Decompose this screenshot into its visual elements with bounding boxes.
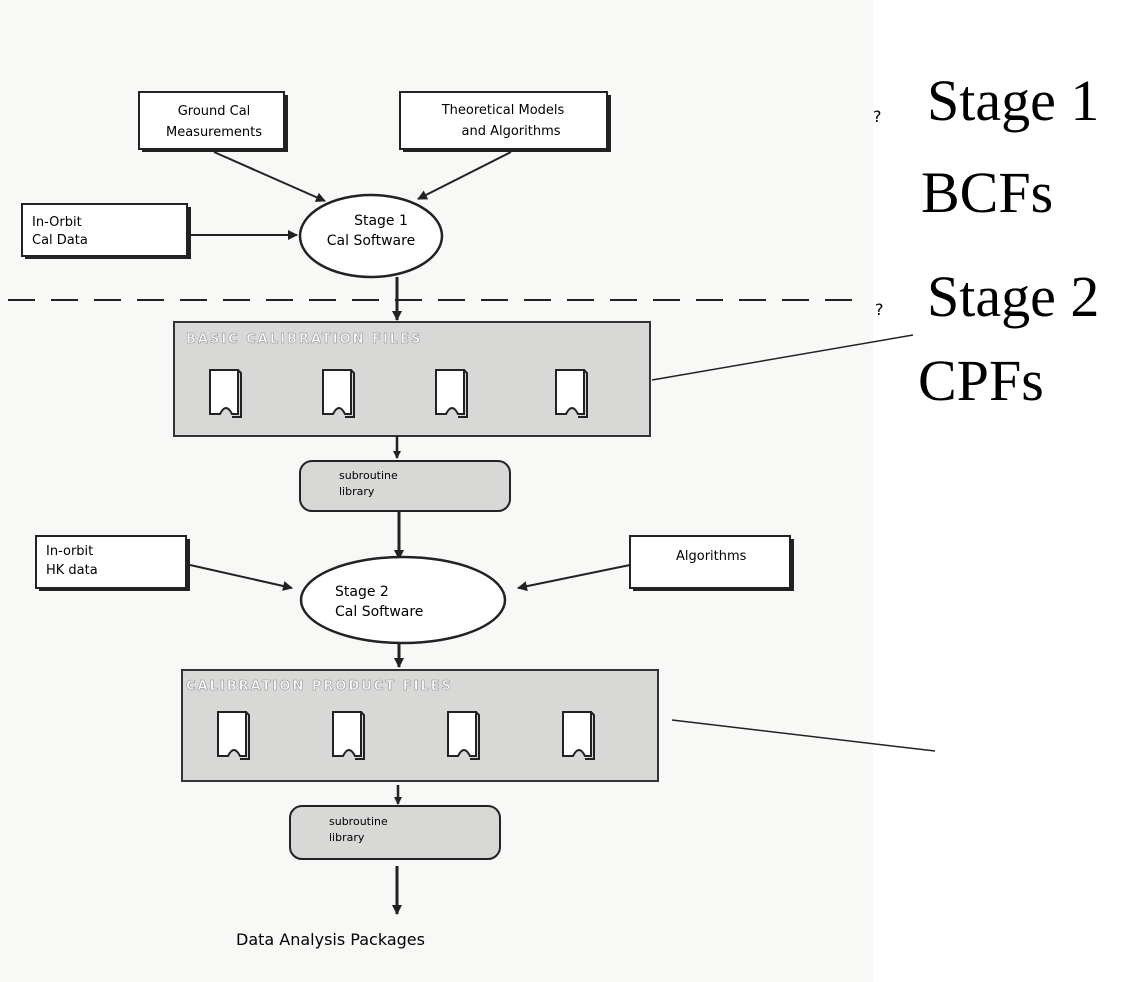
ground-cal-line2: Measurements bbox=[166, 125, 262, 140]
stage2-annotation-subtitle: CPFs bbox=[918, 348, 1044, 413]
theoretical-line2: and Algorithms bbox=[461, 124, 560, 139]
arrow-ground-to-stage1 bbox=[213, 151, 326, 202]
library2-line2: library bbox=[329, 831, 365, 844]
stage2-annotation-title: Stage 2 bbox=[927, 264, 1099, 329]
library1-line1: subroutine bbox=[339, 469, 398, 482]
cpf-file-icon bbox=[332, 711, 365, 760]
stage1-annotation-subtitle: BCFs bbox=[921, 160, 1053, 225]
bcf-file-icon bbox=[209, 369, 242, 418]
stage1-software-node: Stage 1 Cal Software bbox=[298, 193, 444, 279]
bcf-file-icon bbox=[555, 369, 588, 418]
arrow-hk-to-stage2 bbox=[189, 564, 293, 591]
stage2-software-line2: Cal Software bbox=[335, 604, 423, 620]
inorbit-cal-box: In-Orbit Cal Data bbox=[21, 203, 191, 259]
stage2-software-node: Stage 2 Cal Software bbox=[299, 555, 507, 645]
inorbit-cal-line1: In-Orbit bbox=[32, 215, 82, 230]
bcf-file-icon bbox=[435, 369, 468, 418]
stage1-bullet: ? bbox=[873, 107, 882, 126]
output-label: Data Analysis Packages bbox=[236, 930, 425, 949]
stage1-annotation-title: Stage 1 bbox=[927, 68, 1099, 133]
library2-line1: subroutine bbox=[329, 815, 388, 828]
stage2-software-line1: Stage 2 bbox=[335, 584, 389, 600]
inorbit-hk-box: In-orbit HK data bbox=[35, 535, 190, 591]
subroutine-library-1: subroutine library bbox=[299, 460, 511, 512]
stage1-software-line1: Stage 1 bbox=[354, 213, 408, 229]
inorbit-hk-line1: In-orbit bbox=[46, 544, 93, 559]
cpf-pointer-line bbox=[671, 719, 936, 752]
cpf-title: CALIBRATION PRODUCT FILES bbox=[186, 679, 453, 694]
stage1-software-line2: Cal Software bbox=[327, 233, 415, 249]
theoretical-line1: Theoretical Models bbox=[441, 103, 565, 118]
subroutine-library-2: subroutine library bbox=[289, 805, 501, 860]
algorithms-label: Algorithms bbox=[676, 549, 747, 564]
calibration-product-files-box: CALIBRATION PRODUCT FILES bbox=[181, 669, 659, 782]
algorithms-box: Algorithms bbox=[629, 535, 794, 591]
library1-line2: library bbox=[339, 485, 375, 498]
ground-cal-line1: Ground Cal bbox=[178, 104, 251, 119]
ground-cal-box: Ground Cal Measurements bbox=[138, 91, 288, 152]
theoretical-models-box: Theoretical Models and Algorithms bbox=[399, 91, 611, 152]
bcf-title: BASIC CALIBRATION FILES bbox=[186, 332, 422, 347]
inorbit-hk-line2: HK data bbox=[46, 563, 98, 578]
arrow-algorithms-to-stage2 bbox=[517, 564, 631, 592]
arrow-theory-to-stage1 bbox=[417, 151, 512, 200]
cpf-file-icon bbox=[447, 711, 480, 760]
cpf-file-icon bbox=[217, 711, 250, 760]
stage2-bullet: ? bbox=[875, 300, 884, 319]
bcf-pointer-line bbox=[651, 334, 914, 381]
cpf-file-icon bbox=[562, 711, 595, 760]
basic-calibration-files-box: BASIC CALIBRATION FILES bbox=[173, 321, 651, 437]
bcf-file-icon bbox=[322, 369, 355, 418]
inorbit-cal-line2: Cal Data bbox=[32, 233, 88, 248]
